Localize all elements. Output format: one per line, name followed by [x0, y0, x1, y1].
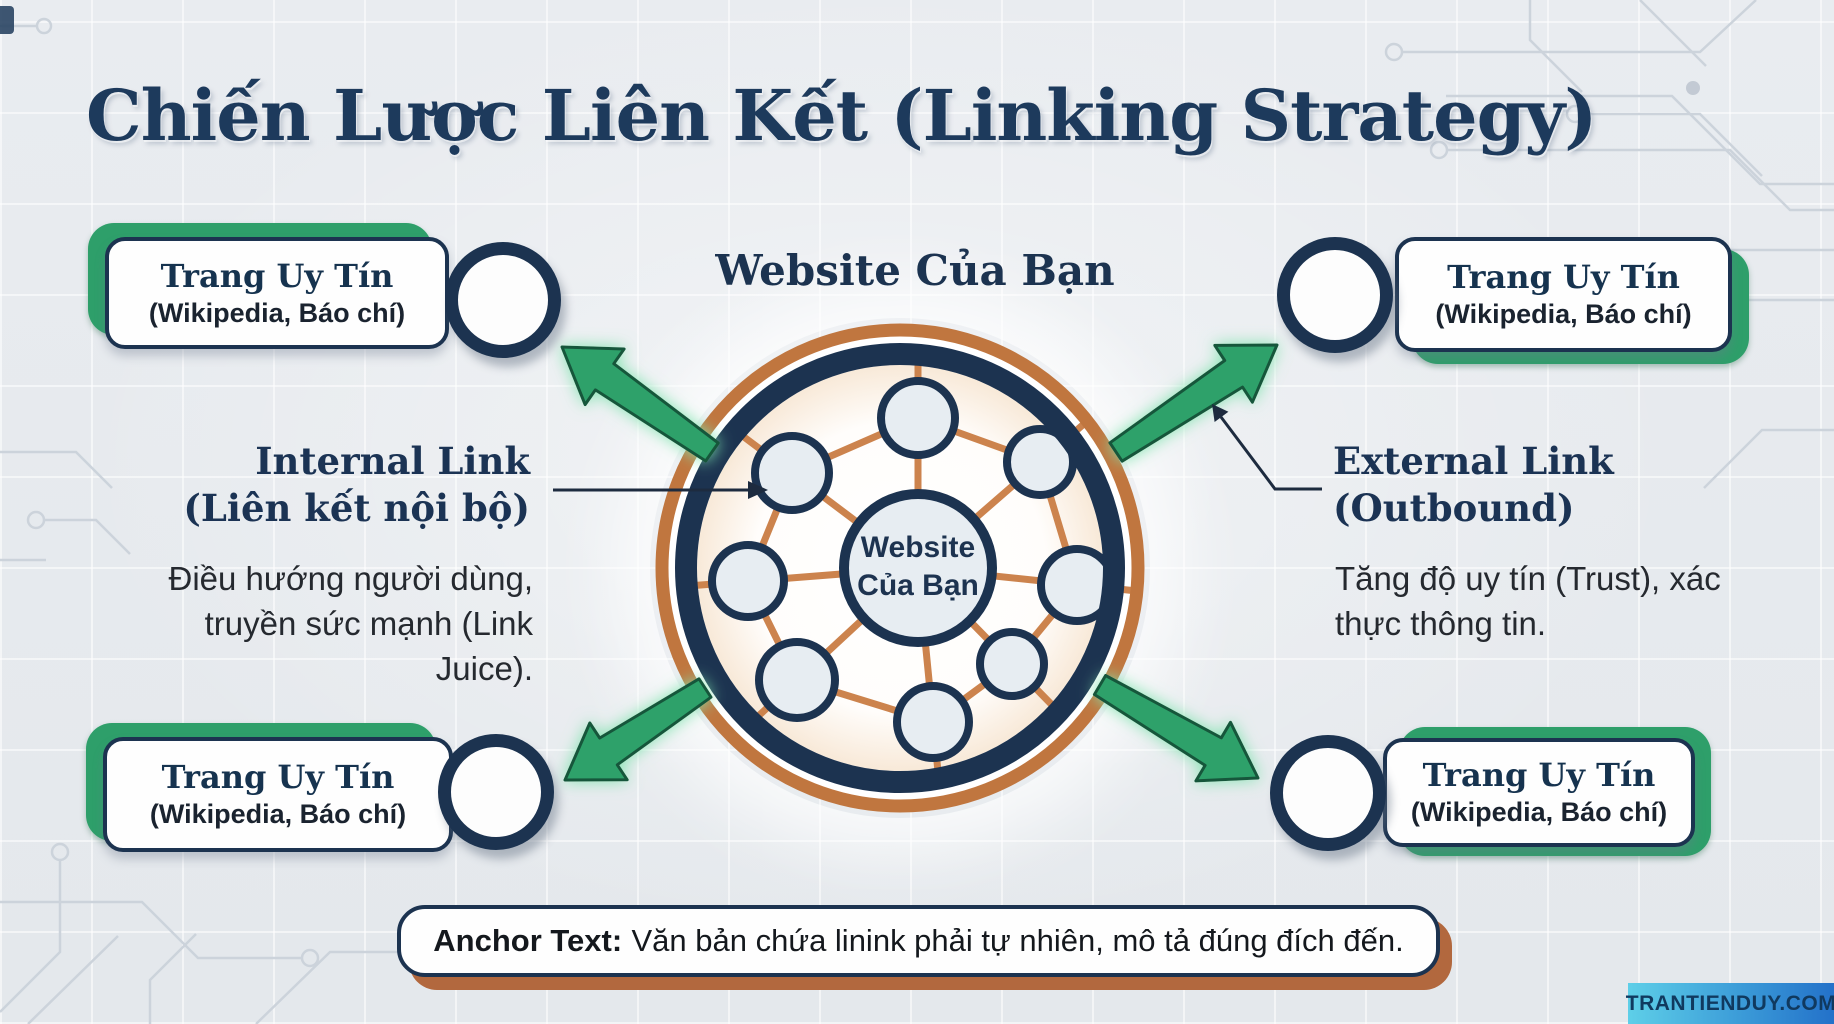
external-link-description-line2: thực thông tin. — [1335, 605, 1547, 642]
page-node — [1003, 425, 1077, 499]
internal-link-title: Internal Link — [255, 439, 530, 483]
corner-mark — [0, 6, 14, 34]
green-arrow-top-left — [560, 345, 720, 463]
page-node — [755, 638, 839, 722]
page-node — [708, 541, 788, 621]
authority-circle-top-left — [445, 242, 561, 358]
internal-link-subtitle: (Liên kết nội bộ) — [183, 486, 530, 530]
internal-link-description-line1: Điều hướng người dùng, — [168, 560, 533, 597]
green-arrow-top-right — [1108, 343, 1279, 463]
anchor-note-text: Văn bản chứa linink phải tự nhiên, mô tả… — [631, 923, 1404, 958]
central-website-label-line1: Website — [861, 531, 975, 564]
internal-link-description: Điều hướng người dùng, truyền sức mạnh (… — [100, 556, 533, 691]
internal-link-pointer — [553, 481, 768, 499]
internal-link-description-line2: truyền sức mạnh (Link Juice). — [204, 605, 533, 687]
external-link-title: External Link — [1333, 439, 1614, 483]
authority-box-bottom-left: Trang Uy Tín (Wikipedia, Báo chí) — [103, 737, 453, 852]
authority-box-subtitle: (Wikipedia, Báo chí) — [148, 297, 406, 328]
authority-box-subtitle: (Wikipedia, Báo chí) — [1410, 797, 1668, 827]
navy-ring — [675, 343, 1125, 793]
authority-box-title: Trang Uy Tín — [161, 758, 395, 796]
anchor-text-note: Anchor Text: Văn bản chứa linink phải tự… — [397, 905, 1440, 977]
authority-box-subtitle: (Wikipedia, Báo chí) — [1435, 299, 1692, 329]
authority-box-top-right: Trang Uy Tín (Wikipedia, Báo chí) — [1395, 237, 1732, 352]
authority-box-subtitle: (Wikipedia, Báo chí) — [149, 799, 407, 829]
central-website-label-line2: Của Bạn — [857, 569, 979, 602]
page-nodes — [708, 377, 1117, 762]
site-watermark-text: TRANTIENDUY.COM — [1625, 991, 1834, 1015]
orange-ring — [655, 323, 1145, 813]
external-link-pointer — [1212, 404, 1322, 491]
page-node — [893, 682, 973, 762]
external-link-label: External Link (Outbound) — [1333, 438, 1753, 532]
site-watermark: TRANTIENDUY.COM — [1625, 983, 1834, 1024]
page-node — [751, 432, 833, 514]
authority-circle-bottom-left — [438, 734, 554, 850]
external-link-description: Tăng độ uy tín (Trust), xác thực thông t… — [1335, 556, 1765, 646]
internal-link-label: Internal Link (Liên kết nội bộ) — [130, 438, 530, 532]
authority-circle-top-right — [1277, 237, 1393, 353]
external-link-description-line1: Tăng độ uy tín (Trust), xác — [1335, 560, 1721, 597]
green-arrow-bottom-right — [1092, 674, 1260, 783]
page-title: Chiến Lược Liên Kết (Linking Strategy) — [86, 74, 1597, 157]
green-arrow-bottom-left — [563, 677, 713, 782]
page-node — [877, 377, 959, 459]
page-node — [976, 628, 1048, 700]
diagram-heading: Website Của Bạn — [715, 246, 1115, 295]
authority-circle-bottom-right — [1270, 735, 1386, 851]
central-website-circle — [839, 489, 997, 647]
authority-box-title: Trang Uy Tín — [1422, 756, 1656, 794]
authority-box-title: Trang Uy Tín — [1447, 258, 1680, 296]
anchor-note-label: Anchor Text: — [433, 923, 623, 958]
authority-box-title: Trang Uy Tín — [160, 256, 394, 295]
external-link-subtitle: (Outbound) — [1333, 486, 1575, 530]
authority-box-top-left: Trang Uy Tín (Wikipedia, Báo chí) — [105, 237, 449, 349]
authority-box-bottom-right: Trang Uy Tín (Wikipedia, Báo chí) — [1383, 738, 1695, 847]
